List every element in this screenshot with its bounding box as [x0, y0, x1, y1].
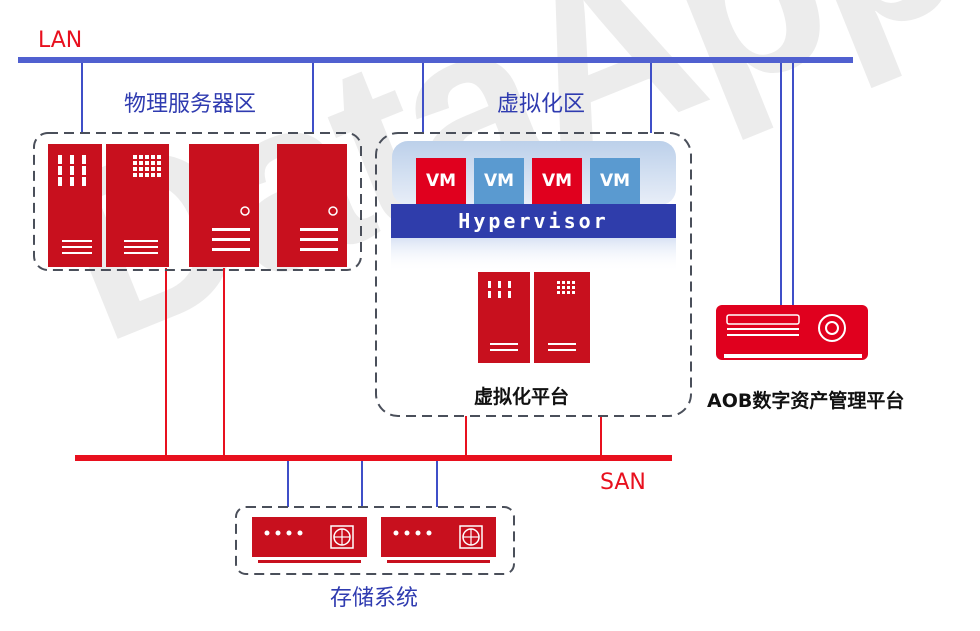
san-drops — [165, 268, 602, 455]
virtual-zone-box — [375, 132, 692, 417]
storage-zone-box — [235, 506, 515, 575]
physical-zone-label: 物理服务器区 — [124, 92, 257, 117]
rack-server-vents — [58, 155, 161, 254]
physical-zone-box — [33, 132, 362, 271]
virtualization-server — [478, 272, 590, 363]
storage-device-1 — [252, 517, 367, 563]
rack-server-double — [48, 144, 169, 267]
vm-box-2: VM — [474, 158, 524, 204]
virtualization-platform-label: 虚拟化平台 — [474, 386, 570, 408]
storage-device-2 — [381, 517, 496, 563]
aob-device — [716, 305, 868, 360]
hypervisor-bar: Hypervisor — [391, 204, 676, 238]
storage-system-label: 存储系统 — [330, 586, 419, 611]
virtual-zone-label: 虚拟化区 — [497, 92, 586, 117]
lan-bus — [18, 57, 853, 63]
vm-box-1: VM — [416, 158, 466, 204]
storage-links — [287, 461, 438, 507]
vm-box-4: VM — [590, 158, 640, 204]
lan-label: LAN — [38, 28, 83, 53]
tower-server-2 — [277, 144, 347, 267]
lan-drops — [81, 63, 794, 305]
san-label: SAN — [600, 470, 646, 495]
tower-server-1 — [189, 144, 259, 267]
vm-box-3: VM — [532, 158, 582, 204]
aob-platform-label: AOB数字资产管理平台 — [707, 390, 905, 412]
san-bus — [75, 455, 672, 461]
hypervisor-fade — [391, 238, 676, 272]
